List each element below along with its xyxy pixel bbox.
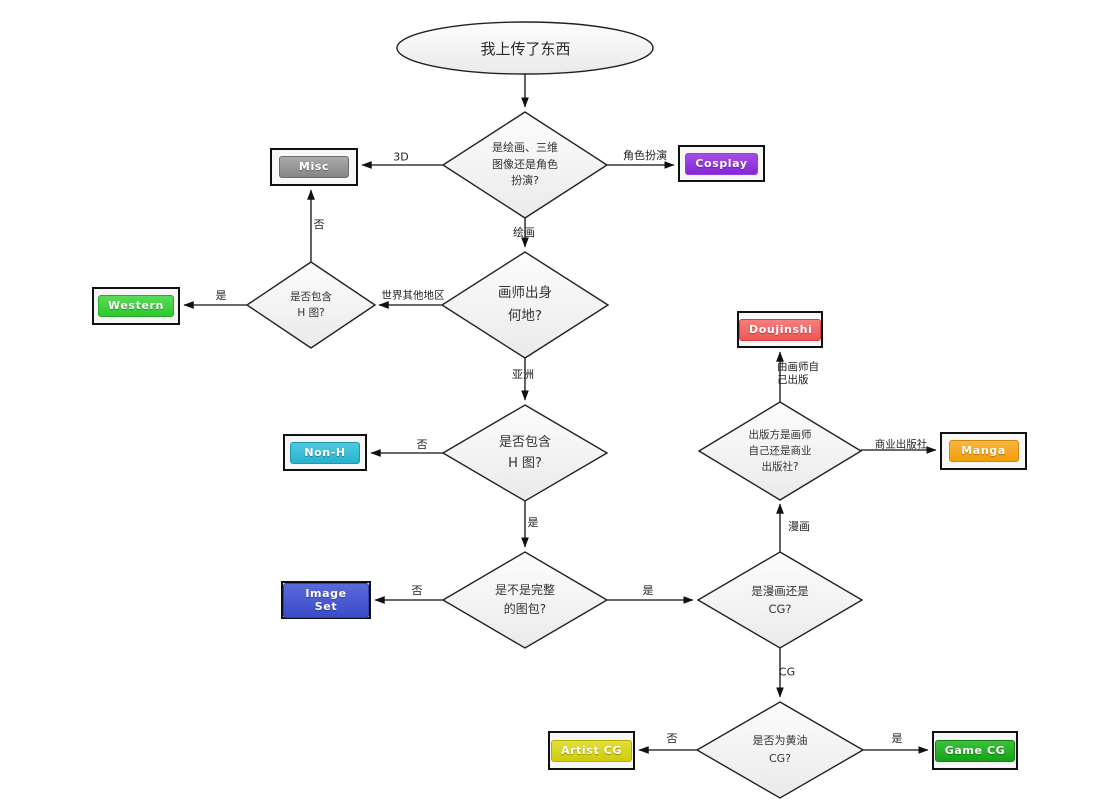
category-node-gamecg: Game CG <box>932 731 1018 770</box>
category-badge-doujinshi: Doujinshi <box>739 318 821 341</box>
category-node-western: Western <box>92 287 180 325</box>
category-badge-imageset: Image Set <box>283 582 369 618</box>
category-badge-nonh: Non-H <box>290 441 360 464</box>
category-node-artistcg: Artist CG <box>548 731 635 770</box>
decision-hwestern-diamond <box>245 261 377 349</box>
start-ellipse <box>396 21 654 75</box>
decision-origin-diamond <box>440 251 610 359</box>
category-badge-artistcg: Artist CG <box>550 739 633 762</box>
category-badge-western: Western <box>98 295 174 317</box>
decision-hasia-diamond <box>441 404 609 502</box>
category-node-nonh: Non-H <box>283 434 367 471</box>
category-node-misc: Misc <box>270 148 358 186</box>
category-node-manga: Manga <box>940 432 1027 470</box>
category-badge-manga: Manga <box>948 440 1019 462</box>
category-node-imageset: Image Set <box>281 581 371 619</box>
category-badge-cosplay: Cosplay <box>685 152 758 175</box>
category-badge-gamecg: Game CG <box>934 739 1016 762</box>
decision-mangacg-diamond <box>696 551 864 649</box>
decision-eroge-diamond <box>695 701 865 799</box>
decision-type-diamond <box>441 111 609 219</box>
category-node-cosplay: Cosplay <box>678 145 765 182</box>
category-node-doujinshi: Doujinshi <box>737 311 823 348</box>
category-badge-misc: Misc <box>279 156 349 178</box>
decision-publisher-diamond <box>697 401 863 501</box>
decision-complete-diamond <box>441 551 609 649</box>
